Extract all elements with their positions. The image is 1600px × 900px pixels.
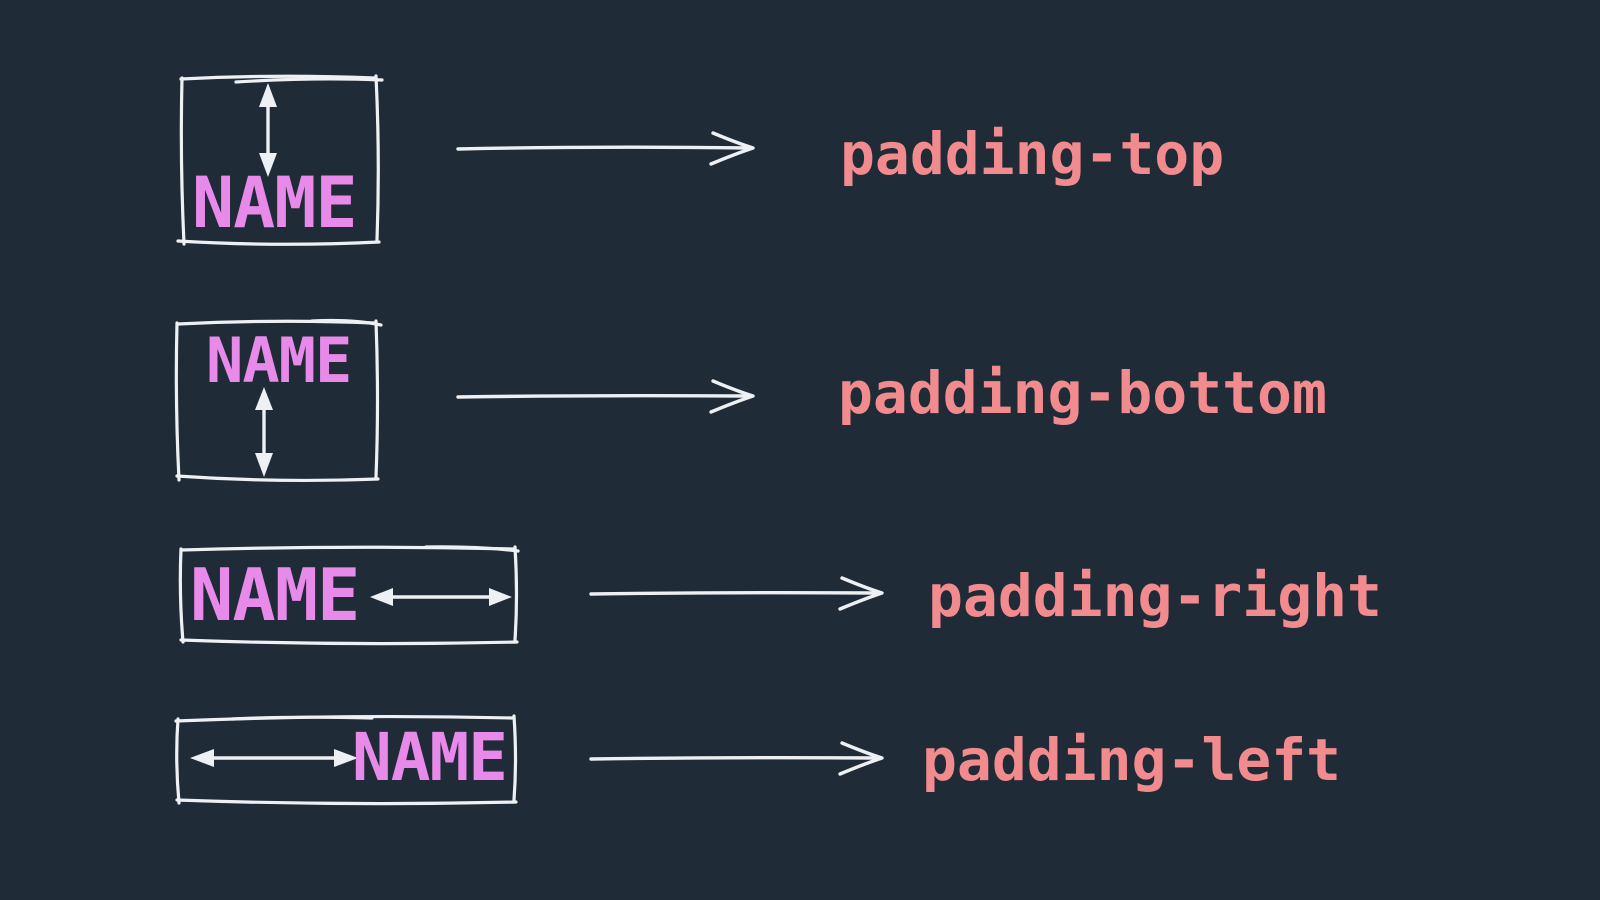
name-box-bottom: NAME bbox=[172, 316, 383, 483]
double-arrow-vertical-icon bbox=[255, 387, 273, 477]
double-arrow-horizontal-icon bbox=[370, 588, 512, 606]
name-label: NAME bbox=[192, 162, 358, 244]
property-label: padding-top bbox=[840, 120, 1225, 188]
property-label: padding-left bbox=[922, 726, 1342, 794]
double-arrow-vertical-icon bbox=[259, 83, 277, 177]
box-border bbox=[176, 74, 384, 246]
name-label: NAME bbox=[352, 719, 508, 796]
name-box-right: NAME bbox=[176, 543, 521, 646]
name-label: NAME bbox=[190, 553, 360, 637]
arrow-right-icon bbox=[589, 576, 884, 611]
arrow-right-icon bbox=[456, 131, 755, 166]
name-box-top: NAME bbox=[176, 70, 384, 248]
arrow-right-icon bbox=[589, 741, 884, 776]
name-label: NAME bbox=[206, 324, 352, 397]
box-border bbox=[174, 714, 518, 806]
property-label: padding-bottom bbox=[838, 359, 1327, 427]
arrow-right-icon bbox=[456, 379, 755, 414]
double-arrow-horizontal-icon bbox=[190, 749, 358, 767]
name-box-left: NAME bbox=[172, 712, 520, 806]
box-border bbox=[178, 545, 520, 646]
property-label: padding-right bbox=[928, 562, 1382, 630]
box-border bbox=[174, 318, 383, 483]
